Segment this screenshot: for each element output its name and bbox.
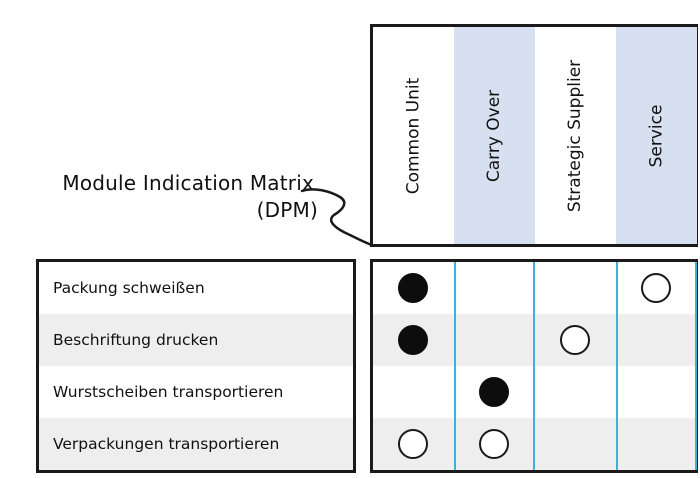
column-shade-service: [616, 27, 697, 244]
column-shade-carry-over: [454, 27, 535, 244]
column-header-common-unit: Common Unit: [373, 27, 454, 244]
column-label: Strategic Supplier: [565, 59, 586, 212]
row-label: Verpackungen transportieren: [53, 435, 280, 453]
column-divider-line: [695, 262, 697, 470]
column-divider-line: [454, 262, 456, 470]
empty-circle-marker: [640, 273, 671, 303]
column-label: Carry Over: [484, 89, 505, 182]
matrix-grid-box: [370, 259, 698, 473]
matrix-subtitle: (DPM): [256, 198, 318, 222]
column-label: Service: [646, 104, 667, 167]
row-label: Packung schweißen: [53, 279, 205, 297]
filled-circle-marker: [478, 377, 509, 407]
empty-circle-marker: [397, 429, 428, 459]
column-divider-line: [616, 262, 618, 470]
empty-circle-marker: [559, 325, 590, 355]
empty-circle-marker: [478, 429, 509, 459]
row-band: [39, 314, 353, 366]
filled-circle-marker: [397, 325, 428, 355]
row-label: Beschriftung drucken: [53, 331, 219, 349]
matrix-title: Module Indication Matrix: [62, 171, 314, 195]
connector-line: [300, 188, 374, 247]
column-header-service: Service: [616, 27, 697, 244]
row-band: [39, 418, 353, 470]
column-header-carry-over: Carry Over: [454, 27, 535, 244]
column-header-box: Common Unit Carry Over Strategic Supplier S…: [370, 24, 698, 247]
column-divider-line: [533, 262, 535, 470]
row-label: Wurstscheiben transportieren: [53, 383, 284, 401]
column-header-strategic-supplier: Strategic Supplier: [535, 27, 616, 244]
column-label: Common Unit: [403, 77, 424, 194]
filled-circle-marker: [397, 273, 428, 303]
